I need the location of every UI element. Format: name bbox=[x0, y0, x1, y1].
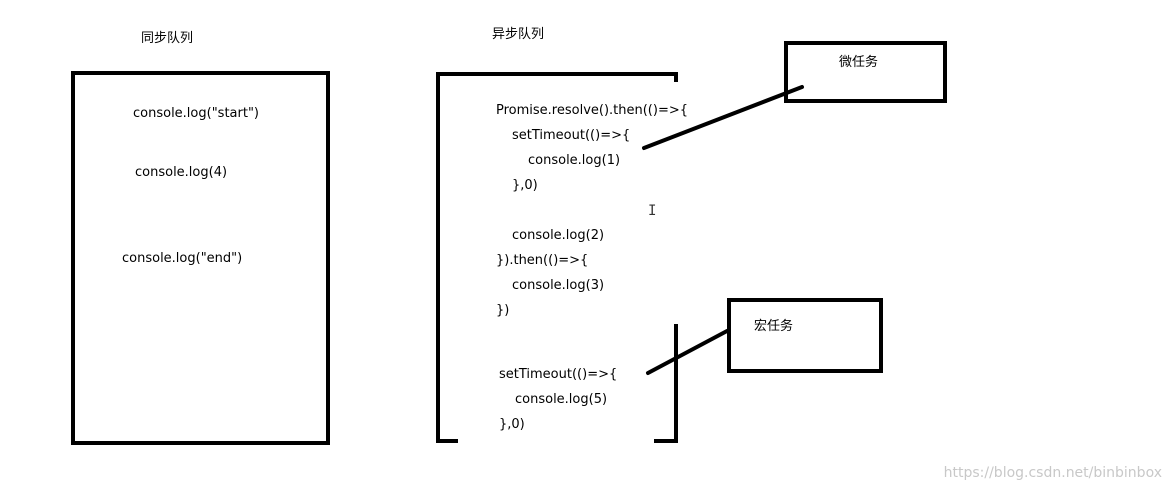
text-cursor-icon: I bbox=[648, 203, 657, 219]
async-code-line: setTimeout(()=>{ bbox=[499, 367, 618, 382]
async-code-line: Promise.resolve().then(()=>{ bbox=[496, 103, 689, 118]
async-queue-bracket-right bbox=[654, 324, 678, 443]
sync-queue-title: 同步队列 bbox=[141, 31, 194, 46]
sync-queue-box bbox=[71, 71, 330, 445]
async-queue-title: 异步队列 bbox=[492, 27, 545, 42]
async-code-line: console.log(2) bbox=[512, 228, 605, 243]
async-code-line: console.log(1) bbox=[528, 153, 621, 168]
async-code-line: console.log(5) bbox=[515, 392, 608, 407]
macrotask-connector-line bbox=[646, 329, 729, 375]
microtask-box bbox=[784, 41, 947, 103]
microtask-label: 微任务 bbox=[839, 55, 879, 70]
async-code-line: console.log(3) bbox=[512, 278, 605, 293]
async-code-line: }) bbox=[496, 303, 510, 318]
microtask-connector-line bbox=[642, 85, 804, 150]
watermark: https://blog.csdn.net/binbinbox bbox=[943, 465, 1162, 481]
sync-code-line: console.log("end") bbox=[122, 251, 243, 266]
async-code-line: setTimeout(()=>{ bbox=[512, 128, 631, 143]
async-code-line: },0) bbox=[499, 417, 525, 432]
sync-code-line: console.log("start") bbox=[133, 106, 260, 121]
async-code-line: }).then(()=>{ bbox=[496, 253, 589, 268]
macrotask-box bbox=[727, 298, 883, 373]
sync-code-line: console.log(4) bbox=[135, 165, 228, 180]
async-code-line: },0) bbox=[512, 178, 538, 193]
macrotask-label: 宏任务 bbox=[754, 319, 794, 334]
async-queue-bracket bbox=[436, 72, 678, 443]
